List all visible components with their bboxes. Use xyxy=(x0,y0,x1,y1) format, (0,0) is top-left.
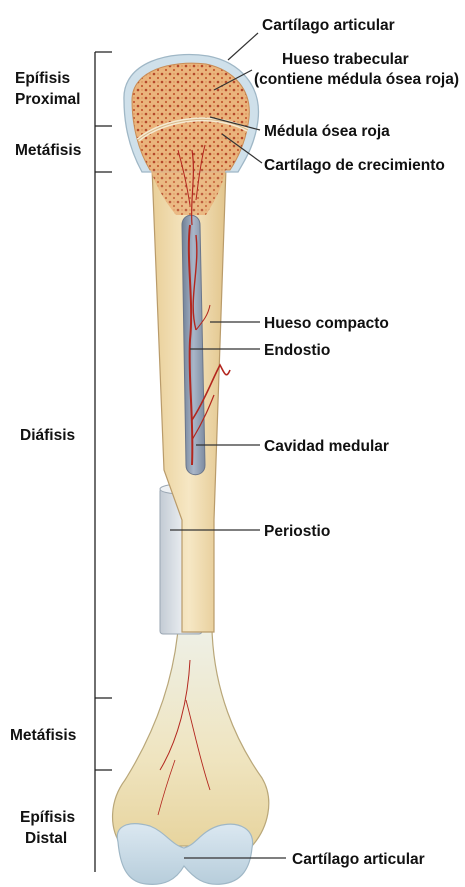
region-epifisis-proximal-line2: Proximal xyxy=(15,91,80,108)
distal-bone xyxy=(113,630,269,846)
region-epifisis-distal-line1: Epífisis xyxy=(20,809,75,826)
label-hueso-trabecular-line1: Hueso trabecular xyxy=(282,51,409,68)
label-hueso-compacto: Hueso compacto xyxy=(264,315,389,332)
region-metafisis-bottom: Metáfisis xyxy=(10,727,76,744)
region-epifisis-proximal-line1: Epífisis xyxy=(15,70,70,87)
label-endostio: Endostio xyxy=(264,342,330,359)
label-cavidad-medular: Cavidad medular xyxy=(264,438,389,455)
label-periostio: Periostio xyxy=(264,523,330,540)
spongy-bone-head xyxy=(132,63,249,170)
region-metafisis-top: Metáfisis xyxy=(15,142,81,159)
region-epifisis-distal-line2: Distal xyxy=(25,830,67,847)
label-cartilago-articular-top: Cartílago articular xyxy=(262,17,395,34)
label-hueso-trabecular-line2: (contiene médula ósea roja) xyxy=(254,71,459,88)
region-diafisis: Diáfisis xyxy=(20,427,75,444)
label-cartilago-crecimiento: Cartílago de crecimiento xyxy=(264,157,445,174)
region-bracket xyxy=(95,52,112,872)
label-cartilago-articular-bottom: Cartílago articular xyxy=(292,851,425,868)
label-medula-osea-roja: Médula ósea roja xyxy=(264,123,390,140)
